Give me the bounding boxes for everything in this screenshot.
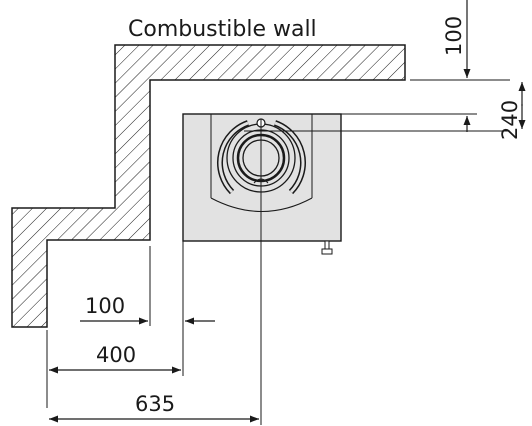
- dim-stove-depth-offset: 240: [498, 100, 522, 140]
- stove-body: [182, 113, 342, 242]
- dim-stove-side-offset: 400: [96, 343, 136, 367]
- dim-centre-offset: 635: [135, 392, 175, 416]
- combustible-wall: [11, 44, 406, 328]
- dim-wall-gap-side: 100: [85, 294, 125, 318]
- wall-title: Combustible wall: [128, 17, 317, 42]
- dim-wall-gap-top: 100: [442, 16, 466, 56]
- stove: [182, 113, 342, 255]
